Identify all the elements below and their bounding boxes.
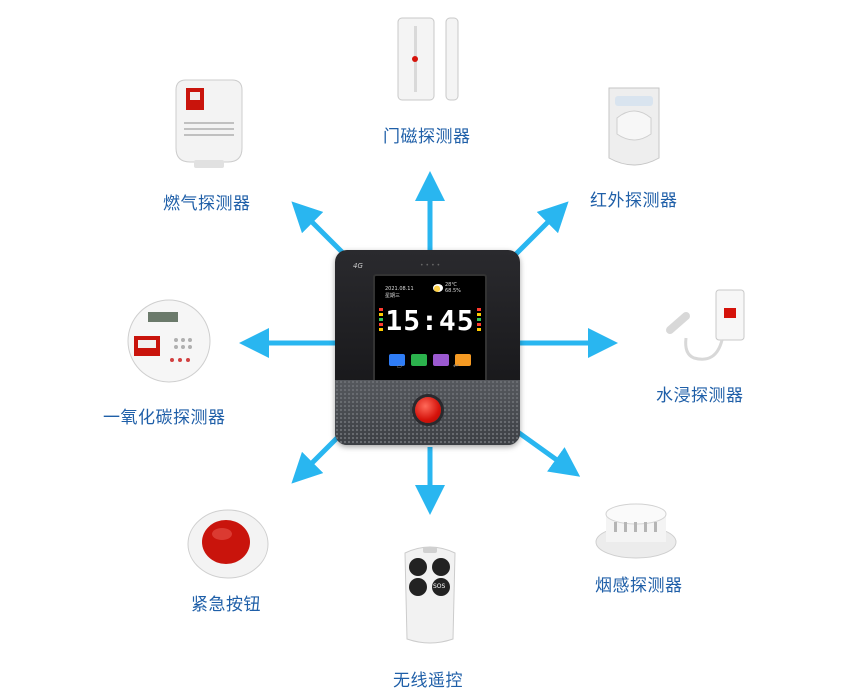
sos-key-label: SOS (433, 583, 446, 590)
gas-detector-icon (172, 78, 246, 170)
door-sensor-label: 门磁探测器 (383, 127, 471, 147)
co-sensor-label: 一氧化碳探测器 (103, 408, 226, 428)
water-leak-sensor-icon (660, 286, 750, 370)
emergency-button-icon (186, 504, 270, 580)
panic-button-label: 紧急按钮 (191, 595, 261, 615)
gas-sensor-label: 燃气探测器 (163, 194, 251, 214)
water-sensor-label: 水浸探测器 (656, 386, 744, 406)
hub-indicator-dots: •••• (420, 262, 443, 269)
smoke-detector-icon (592, 496, 682, 562)
back-key-icon: ↩ (453, 362, 459, 370)
remote-label: 无线遥控 (393, 671, 463, 691)
app-icon (411, 354, 427, 366)
app-icon (433, 354, 449, 366)
level-bars-icon (379, 308, 383, 332)
home-key-icon: ▱ (397, 362, 403, 370)
door-magnet-sensor-icon (396, 16, 476, 102)
hub-logo: 4G (353, 262, 363, 270)
app-icon (455, 354, 471, 366)
pir-sensor-label: 红外探测器 (590, 191, 678, 211)
arrow-down-right (513, 427, 581, 477)
co-detector-icon (126, 298, 212, 384)
wireless-remote-icon: SOS (399, 543, 461, 647)
level-bars-icon (477, 308, 481, 332)
weather-icon (433, 284, 443, 292)
smoke-sensor-label: 烟感探测器 (595, 576, 683, 596)
arrow-up-left (291, 201, 347, 257)
hub-alarm-button (415, 397, 441, 423)
hub-time: 15:45 (385, 304, 475, 337)
app-icon (389, 354, 405, 366)
pir-motion-sensor-icon (603, 86, 665, 172)
arrow-up-right (513, 201, 569, 257)
